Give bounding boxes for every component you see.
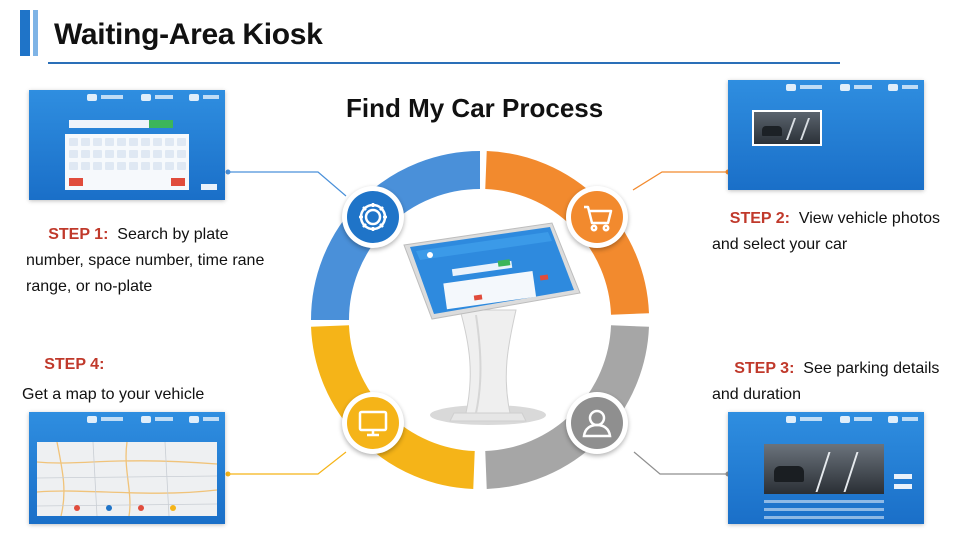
keyboard-key [81, 138, 90, 146]
connector-step2 [632, 171, 728, 191]
delete-key [171, 178, 185, 186]
gear-icon [359, 203, 387, 231]
keyboard-key [105, 162, 114, 170]
keyboard-panel [65, 134, 189, 190]
keyboard-key [141, 138, 150, 146]
connector-step1 [228, 171, 347, 197]
keyboard-key [81, 150, 90, 158]
step4-icon-badge [342, 392, 404, 454]
clear-key [69, 178, 83, 186]
keyboard-key [129, 162, 138, 170]
step1-label: STEP 1: [48, 226, 109, 243]
keyboard-key [81, 162, 90, 170]
keyboard-key [153, 138, 162, 146]
step1-icon-badge [342, 186, 404, 248]
keyboard-key [129, 138, 138, 146]
parking-space-photo [764, 444, 884, 494]
title-rule [48, 62, 840, 64]
keyboard-key [177, 150, 186, 158]
keyboard-key [153, 150, 162, 158]
connector-step1-dot [225, 169, 231, 175]
cart-icon [584, 205, 613, 232]
keyboard-key [117, 138, 126, 146]
step3-text: See parking details and duration [712, 360, 940, 403]
connector-step3 [633, 451, 728, 475]
vehicle-photo-thumb [752, 110, 822, 146]
keyboard-key [177, 138, 186, 146]
keyboard-key [117, 150, 126, 158]
route-map [36, 441, 218, 517]
step2-text: View vehicle photos and select your car [712, 210, 940, 253]
keyboard-key [93, 150, 102, 158]
step4-description: STEP 4: Get a map to your vehicle [22, 352, 262, 408]
keyboard-key [141, 150, 150, 158]
connector-step4-dot [225, 471, 231, 477]
step2-description: STEP 2: View vehicle photos and select y… [712, 206, 958, 258]
thumb-logo-icon [87, 94, 97, 101]
slide-title: Waiting-Area Kiosk [54, 18, 323, 51]
title-accent-bar-light [33, 10, 38, 56]
keyboard-key [93, 138, 102, 146]
keyboard-key [153, 162, 162, 170]
user-icon [582, 409, 612, 438]
keyboard-key [177, 162, 186, 170]
plate-search-input [69, 120, 153, 128]
keyboard-key [129, 150, 138, 158]
step1-description: STEP 1: Search by plate number, space nu… [26, 222, 286, 300]
step3-icon-badge [566, 392, 628, 454]
step3-description: STEP 3: See parking details and duration [712, 356, 952, 408]
step1-text: Search by plate number, space number, ti… [26, 226, 265, 295]
title-accent-bar [20, 10, 30, 56]
keyboard-key [105, 138, 114, 146]
monitor-icon [358, 410, 388, 437]
step4-screenshot [29, 412, 225, 524]
keyboard-key [141, 162, 150, 170]
kiosk-illustration [403, 222, 581, 425]
step3-label: STEP 3: [734, 360, 795, 377]
keyboard-key [165, 150, 174, 158]
keyboard-key [105, 150, 114, 158]
map-roads [36, 441, 218, 517]
step2-icon-badge [566, 186, 628, 248]
keyboard-key [93, 162, 102, 170]
keyboard-key [69, 138, 78, 146]
connector-step4 [228, 451, 347, 475]
diagram-title: Find My Car Process [346, 93, 604, 123]
keyboard-key [165, 162, 174, 170]
search-button [149, 120, 173, 128]
keyboard-key [117, 162, 126, 170]
keyboard-key [69, 162, 78, 170]
step4-text: Get a map to your vehicle [22, 386, 205, 403]
step4-label: STEP 4: [44, 356, 105, 373]
step1-screenshot [29, 90, 225, 200]
step2-screenshot [728, 80, 924, 190]
keyboard-key [165, 138, 174, 146]
keyboard-key [69, 150, 78, 158]
step3-screenshot [728, 412, 924, 524]
step2-label: STEP 2: [729, 210, 790, 227]
